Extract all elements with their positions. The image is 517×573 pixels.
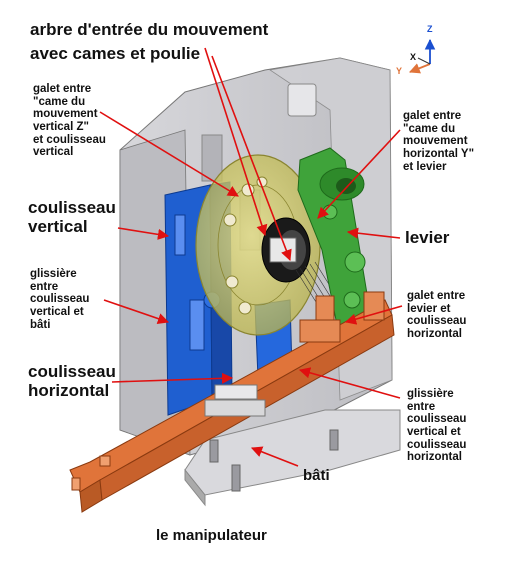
label-galet-horizontal-y: galet entre "came du mouvement horizonta…: [403, 110, 475, 173]
axis-triad: [408, 38, 436, 74]
label-levier: levier: [405, 228, 450, 247]
label-glissiere-vertical-horizontal: glissière entre coulisseau vertical et c…: [407, 388, 467, 464]
horizontal-slide-part: [69, 291, 395, 513]
axis-z-label: Z: [427, 24, 433, 34]
figure-caption: le manipulateur: [156, 527, 267, 544]
arrow-glissiere-bati: [103, 299, 170, 325]
shaft-title-line2: avec cames et poulie: [30, 44, 201, 63]
arrow-galet-levier: [344, 305, 403, 325]
axis-y-label: Y: [396, 66, 403, 76]
callout-arrows: [99, 47, 403, 467]
arrow-levier: [346, 227, 401, 239]
label-coulisseau-horizontal: coulisseau horizontal: [28, 362, 116, 401]
label-glissiere-vertical-bati: glissière entre coulisseau vertical et b…: [30, 268, 90, 331]
axis-x-label: X: [410, 52, 417, 62]
arrow-galet-horizontal-y: [317, 129, 401, 219]
arrow-coulisseau-vertical: [117, 227, 170, 240]
shaft-title-line1: arbre d'entrée du mouvement: [30, 20, 269, 39]
arrow-shaft: [204, 47, 268, 237]
arrow-bati: [250, 446, 299, 467]
arrow-glissiere-horizontal: [298, 367, 401, 399]
label-galet-levier-horizontal: galet entre levier et coulisseau horizon…: [407, 290, 467, 340]
arrow-coulisseau-horizontal: [111, 372, 234, 384]
arrow-galet-vertical: [99, 111, 239, 197]
label-coulisseau-vertical: coulisseau vertical: [28, 198, 116, 237]
label-galet-vertical: galet entre "came du mouvement vertical …: [33, 83, 106, 159]
label-bati: bâti: [303, 467, 330, 484]
arrow-shaft-2: [211, 55, 292, 262]
